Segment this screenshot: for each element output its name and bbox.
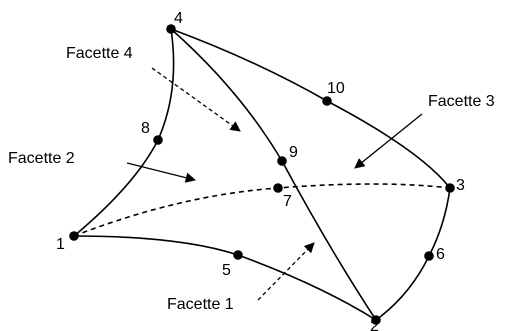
node-3 [445, 183, 455, 193]
node-4 [166, 24, 176, 34]
facet-3-arrow [354, 113, 423, 169]
node-label-6: 6 [436, 246, 445, 263]
facet-1-arrow [257, 242, 315, 301]
hidden-edge-1-7-3 [73, 183, 451, 237]
node-10 [322, 96, 332, 106]
node-label-10: 10 [327, 80, 345, 97]
facet-label-3: Facette 3 [428, 93, 495, 110]
facet-2-arrow [126, 162, 197, 183]
facet-label-4: Facette 4 [66, 45, 133, 62]
node-label-8: 8 [141, 120, 150, 137]
facet-label-1: Facette 1 [167, 296, 234, 313]
node-8 [153, 135, 163, 145]
node-label-2: 2 [370, 318, 379, 331]
node-label-7: 7 [283, 193, 292, 210]
node-label-4: 4 [174, 10, 183, 27]
node-7 [273, 183, 283, 193]
node-label-5: 5 [222, 262, 231, 279]
node-9 [277, 156, 287, 166]
node-label-1: 1 [56, 236, 65, 253]
node-label-9: 9 [289, 144, 298, 161]
node-2 [371, 315, 381, 325]
node-5 [233, 250, 243, 260]
facet-label-2: Facette 2 [8, 150, 75, 167]
node-1 [69, 231, 79, 241]
node-6 [424, 251, 434, 261]
edge-4-10-3 [170, 28, 451, 189]
node-label-3: 3 [456, 177, 465, 194]
